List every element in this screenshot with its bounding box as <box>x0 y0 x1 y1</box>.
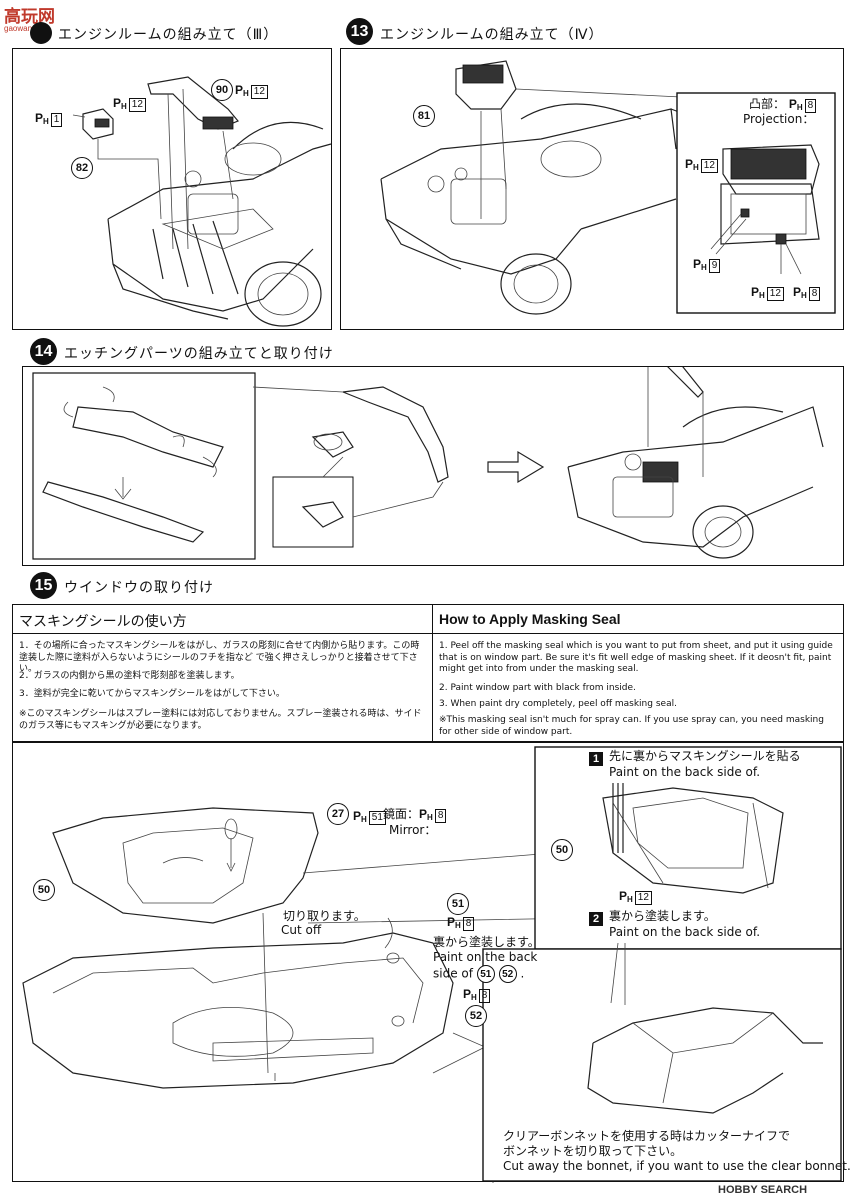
mirror-jp-text: 鏡面： <box>383 807 420 821</box>
part-ref-50: 50 <box>33 879 55 901</box>
paint-back-en-2: side of 51 52 . <box>433 965 524 983</box>
masking-jp-2: 2．ガラスの内側から黒の塗料で彫刻部を塗装します。 <box>19 671 240 681</box>
inset1-step1-en: Paint on the back side of. <box>609 765 761 779</box>
step-14-badge: 14 <box>30 338 57 365</box>
bonnet-jp-2: ボンネットを切り取って下さい。 <box>503 1144 683 1158</box>
ph-number: 8 <box>478 989 491 1003</box>
step-14-panel <box>22 346 844 566</box>
masking-en-note: ※This masking seal isn't much for spray … <box>439 715 824 737</box>
inset1-step2-num: 2 <box>589 912 603 926</box>
masking-en-2: 2. Paint window part with black from ins… <box>439 683 636 693</box>
step-14-title: エッチングパーツの組み立てと取り付け <box>64 346 334 362</box>
masking-jp-3: 3．塗料が完全に乾いてからマスキングシールをはがして下さい。 <box>19 689 285 699</box>
step-13-engine-drawing <box>380 60 836 315</box>
ph-number: 1 <box>50 113 63 127</box>
ph-number: 12 <box>250 85 268 99</box>
part-ref-51: 51 <box>447 893 469 915</box>
part-ref-82: 82 <box>71 157 93 179</box>
projection-en: Projection： <box>743 112 815 126</box>
part-ref-52: 52 <box>465 1005 487 1027</box>
bonnet-jp-1: クリアーボンネットを使用する時はカッターナイフで <box>503 1129 791 1143</box>
part-ref-90: 90 <box>211 79 233 101</box>
masking-divider-v <box>432 605 434 741</box>
watermark-hobby-search: HOBBY SEARCH <box>718 1184 808 1196</box>
ph-number: 51 <box>368 811 386 825</box>
masking-en-1: 1. Peel off the masking seal which is yo… <box>439 641 833 674</box>
paint-ref-51: 51 <box>476 965 495 983</box>
paint-side-of: side of <box>433 966 473 981</box>
inset1-step2-jp: 2 裏から塗装します。 <box>589 909 716 926</box>
inset1-step1-num: 1 <box>589 752 603 766</box>
mirror-en: Mirror： <box>389 823 437 837</box>
masking-instructions: マスキングシールの使い方 How to Apply Masking Seal 1… <box>12 604 844 742</box>
masking-jp-note: ※このマスキングシールはスプレー塗料には対応しておりません。スプレー塗装される時… <box>19 709 422 731</box>
step-13-badge: 13 <box>346 18 373 45</box>
inset1-step2-jp-text: 裏から塗装します。 <box>609 909 716 923</box>
window-assembly-drawing <box>22 746 842 1183</box>
ph-number: 12 <box>700 159 718 173</box>
part-ref-27: 27 <box>327 803 349 825</box>
step-12-title: エンジンルームの組み立て（Ⅲ） <box>58 27 279 43</box>
paint-back-jp: 裏から塗装します。 <box>433 935 540 949</box>
part-ref-81: 81 <box>413 105 435 127</box>
masking-en-3: 3. When paint dry completely, peel off m… <box>439 699 677 709</box>
inset1-step1-jp: 1 先に裏からマスキングシールを貼る <box>589 749 801 766</box>
paint-ref-52: 52 <box>498 965 517 983</box>
ph-number: 8 <box>804 99 817 113</box>
step-12-badge <box>30 22 52 44</box>
ph-number: 8 <box>434 809 447 823</box>
projection-jp-text: 凸部： <box>749 97 786 111</box>
ph-number: 12 <box>634 891 652 905</box>
ph-number: 9 <box>708 259 721 273</box>
masking-jp-1: 1．その場所に合ったマスキングシールをはがし、ガラスの彫刻に合せて内側から貼りま… <box>19 641 420 674</box>
masking-title-jp: マスキングシールの使い方 <box>19 614 187 630</box>
cut-off-en: Cut off <box>281 923 322 937</box>
inset1-step1-jp-text: 先に裏からマスキングシールを貼る <box>609 749 801 763</box>
masking-title-en: How to Apply Masking Seal <box>439 611 621 627</box>
ph-number: 8 <box>808 287 821 301</box>
ph-number: 12 <box>128 98 146 112</box>
watermark-logo: 高玩网 gaowan.com <box>4 2 55 33</box>
inset1-step2-en: Paint on the back side of. <box>609 925 761 939</box>
inset1-part-ref-50: 50 <box>551 839 573 861</box>
ph-number: 12 <box>766 287 784 301</box>
step-13-title: エンジンルームの組み立て（Ⅳ） <box>380 27 604 43</box>
step-15-badge: 15 <box>30 572 57 599</box>
masking-divider-h <box>13 633 843 635</box>
watermark-text: 高玩网 <box>4 7 55 26</box>
bonnet-en: Cut away the bonnet, if you want to use … <box>503 1159 851 1173</box>
watermark-sub: gaowan.com <box>4 24 50 33</box>
step-14-etching-drawing <box>32 346 824 560</box>
step-12-engine-drawing <box>72 76 332 327</box>
step-15-title: ウインドウの取り付け <box>64 580 214 596</box>
ph-number: 8 <box>462 917 475 931</box>
cut-off-jp: 切り取ります。 <box>283 909 366 923</box>
paint-back-en-1: Paint on the back <box>433 950 538 964</box>
